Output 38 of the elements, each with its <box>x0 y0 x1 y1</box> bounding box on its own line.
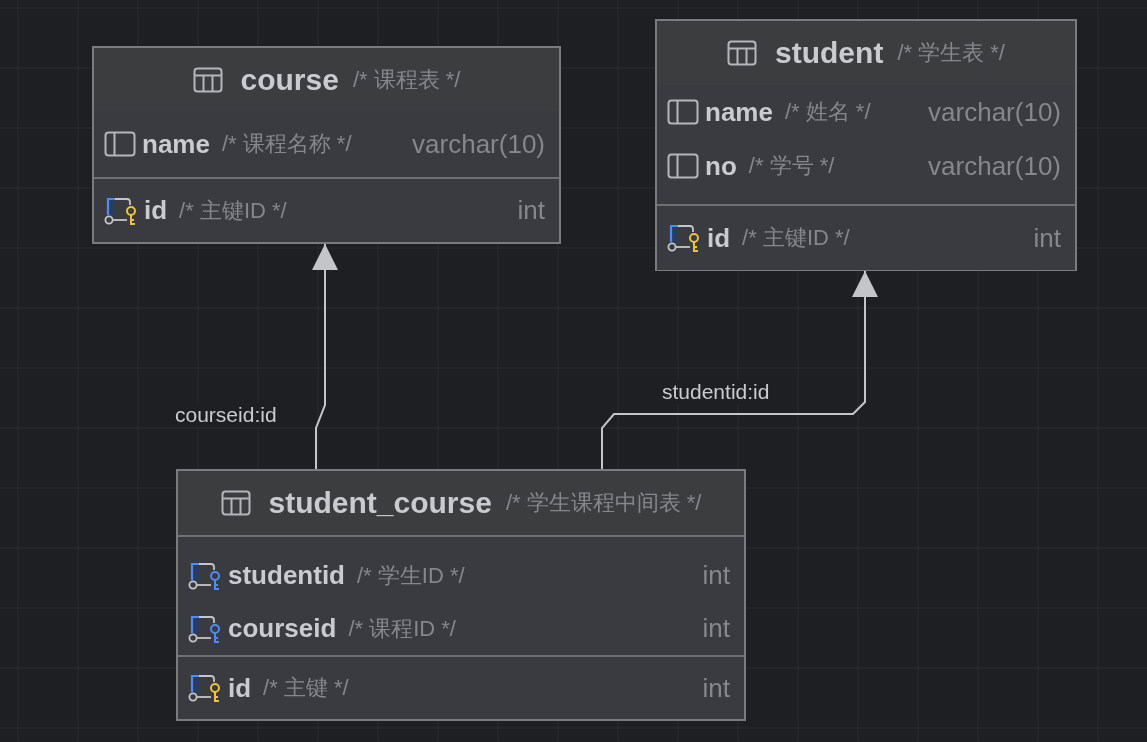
column-comment: /* 课程ID */ <box>348 614 456 643</box>
column-name: studentid <box>228 560 345 591</box>
relation-arrow <box>601 270 878 470</box>
edge-label: studentid:id <box>662 380 770 404</box>
column-type: varchar(10) <box>928 96 1061 128</box>
table-card <box>92 46 561 244</box>
column-comment: /* 课程名称 */ <box>221 130 352 158</box>
table-comment: /* 学生表 */ <box>897 39 1005 67</box>
table-card <box>176 469 746 721</box>
column-row <box>657 204 1075 270</box>
column-comment: /* 主键ID */ <box>742 224 850 252</box>
column-name: no <box>705 150 737 182</box>
column-type: int <box>1033 222 1061 254</box>
column-comment: /* 主键 */ <box>263 674 349 702</box>
column-name: id <box>144 195 168 226</box>
column-name: id <box>707 222 731 254</box>
column-type: int <box>702 560 730 591</box>
column-comment: /* 学号 */ <box>748 152 835 180</box>
column-type: int <box>702 672 730 704</box>
column-name: id <box>228 672 252 704</box>
column-name: name <box>705 96 773 128</box>
column-type: int <box>702 613 730 644</box>
relation-arrow <box>312 243 338 470</box>
column-type: varchar(10) <box>928 150 1061 182</box>
table-card <box>655 19 1077 271</box>
table-name: course <box>240 62 339 97</box>
edge-label: courseid:id <box>175 403 277 427</box>
table-name: student_course <box>268 486 492 520</box>
table-comment: /* 学生课程中间表 */ <box>505 489 702 517</box>
column-type: int <box>517 195 545 226</box>
column-type: varchar(10) <box>412 128 545 160</box>
column-comment: /* 主键ID */ <box>179 196 287 225</box>
column-name: name <box>142 128 210 160</box>
table-name: student <box>775 36 884 70</box>
column-comment: /* 姓名 */ <box>784 98 871 126</box>
column-name: courseid <box>228 613 337 644</box>
table-comment: /* 课程表 */ <box>352 65 461 94</box>
column-comment: /* 学生ID */ <box>357 561 465 590</box>
